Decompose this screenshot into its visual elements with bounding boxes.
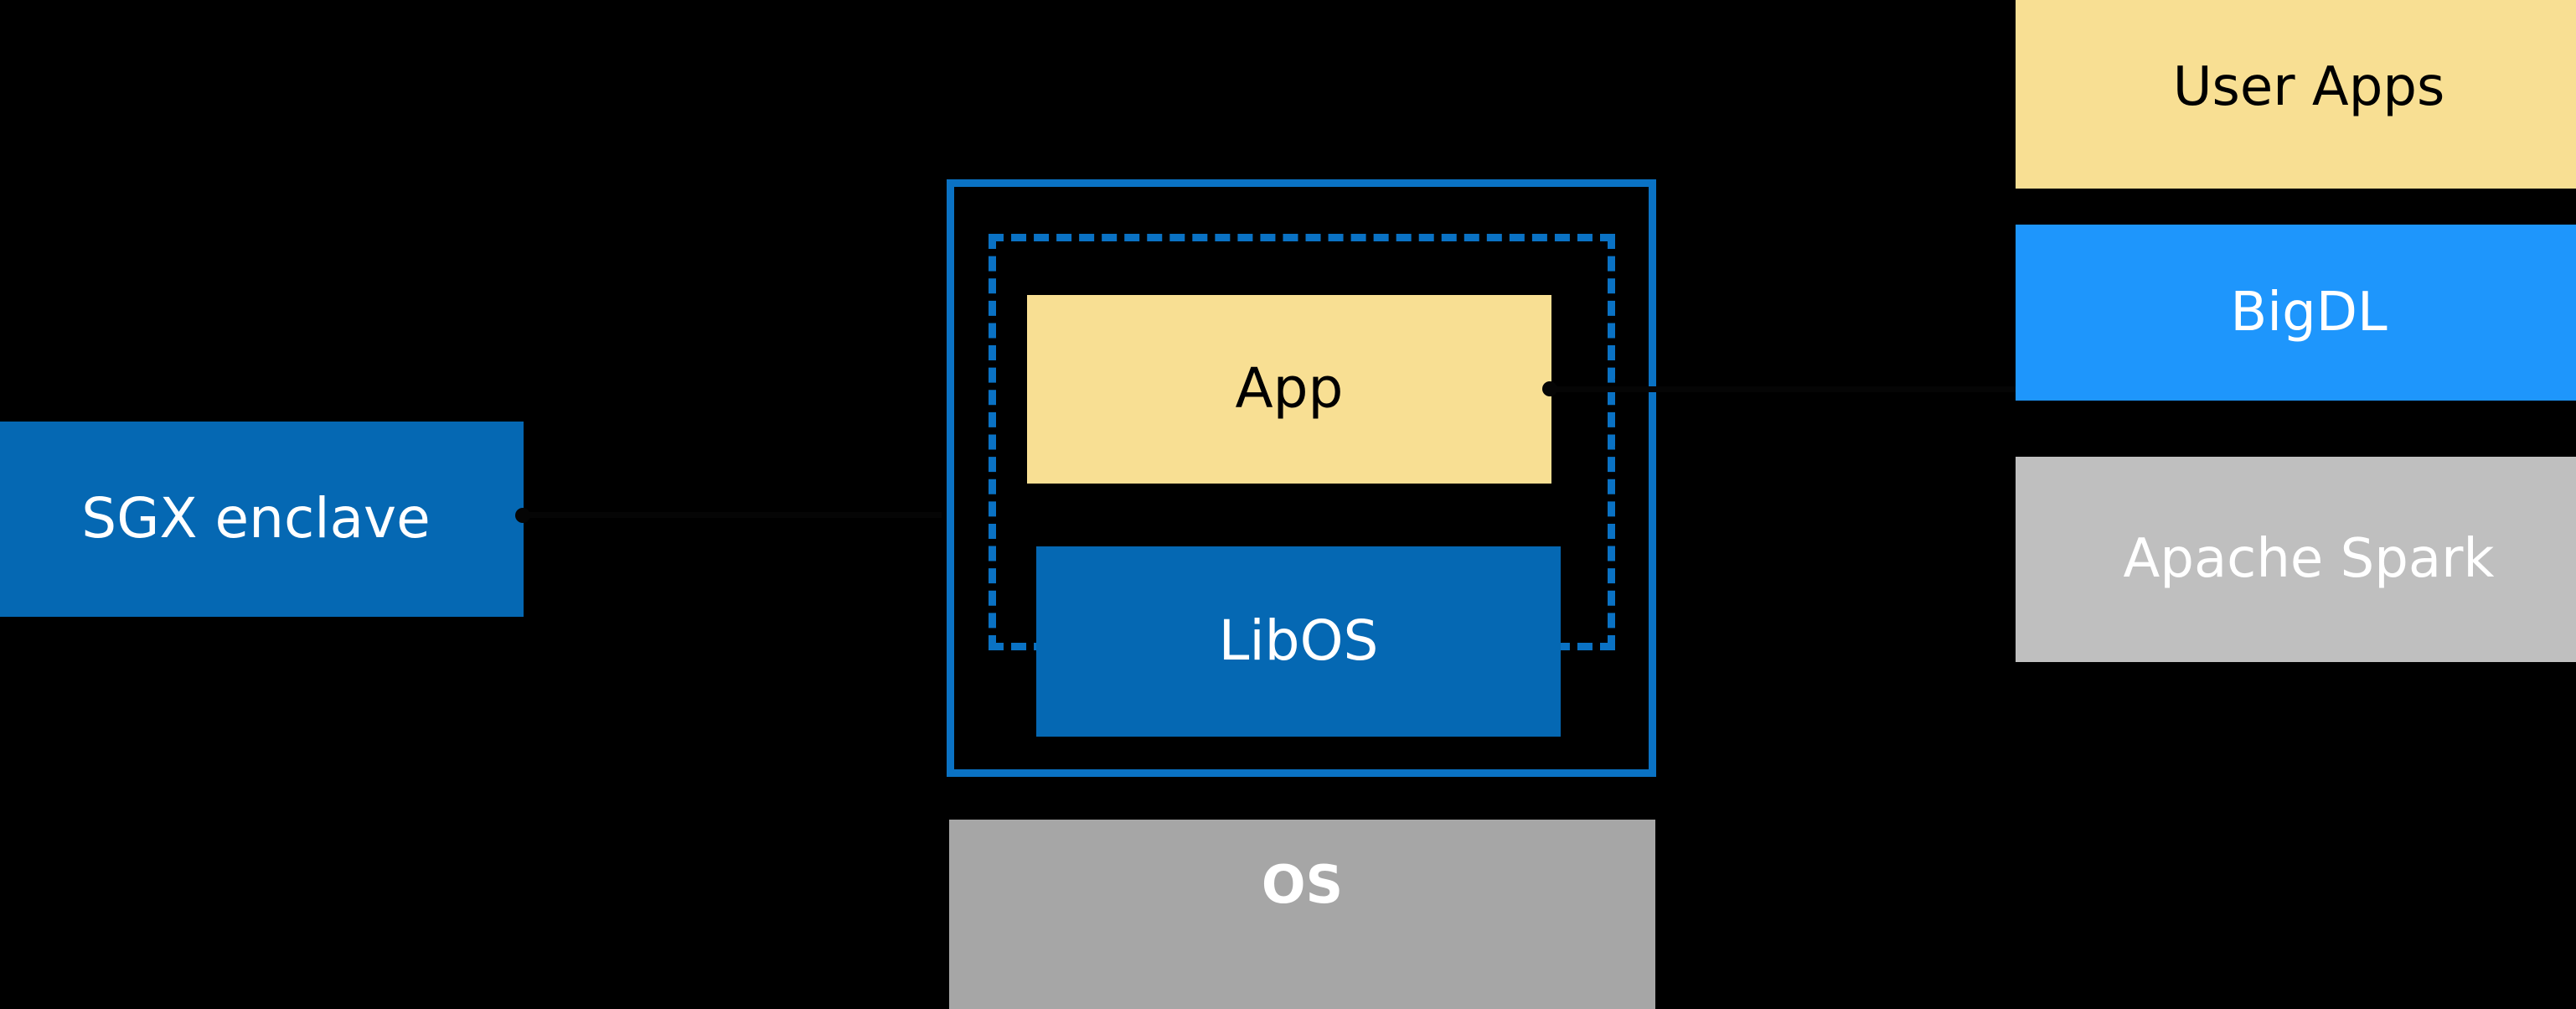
user-apps-box: User Apps [2016, 0, 2576, 189]
sgx-enclave-label: SGX enclave [81, 486, 431, 551]
app-connector-line [1550, 386, 2016, 392]
user-apps-label: User Apps [2172, 56, 2445, 119]
bigdl-box: BigDL [2016, 225, 2576, 401]
enclave-outer-boundary [947, 179, 1656, 777]
apache-spark-label: Apache Spark [2123, 528, 2495, 591]
sgx-enclave-label-box: SGX enclave [0, 422, 524, 617]
bigdl-label: BigDL [2230, 281, 2388, 344]
libos-box: LibOS [1036, 546, 1561, 737]
sgx-connector-line [523, 512, 942, 518]
app-label: App [1235, 356, 1344, 422]
os-label: OS [1261, 854, 1344, 915]
apache-spark-box: Apache Spark [2016, 457, 2576, 662]
app-box: App [1027, 295, 1551, 484]
os-box: OS [949, 820, 1655, 1009]
libos-label: LibOS [1218, 608, 1379, 674]
